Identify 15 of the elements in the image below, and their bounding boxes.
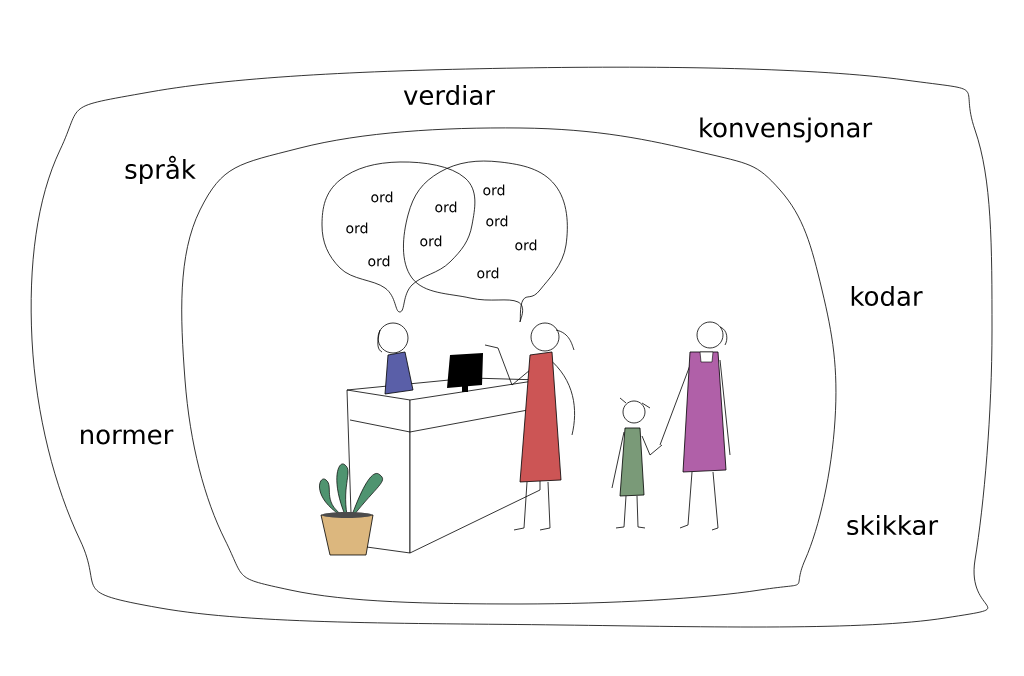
bubble-word: ord (483, 184, 505, 196)
bubble-word: ord (486, 215, 508, 227)
region-label: kodar (851, 285, 923, 307)
bubble-word: ord (371, 191, 393, 203)
bubble-word: ord (346, 222, 368, 234)
region-label: konvensjonar (700, 117, 873, 143)
region-label: verdiar (403, 84, 495, 106)
bubble-word: ord (435, 201, 457, 213)
region-label: skikkar (847, 514, 939, 536)
bubble-word: ord (515, 239, 537, 251)
bubble-word: ord (368, 255, 390, 267)
bubble-word: ord (477, 267, 499, 279)
bubble-word: ord (420, 235, 442, 247)
region-label: normer (81, 429, 174, 445)
region-label: språk (125, 155, 196, 185)
